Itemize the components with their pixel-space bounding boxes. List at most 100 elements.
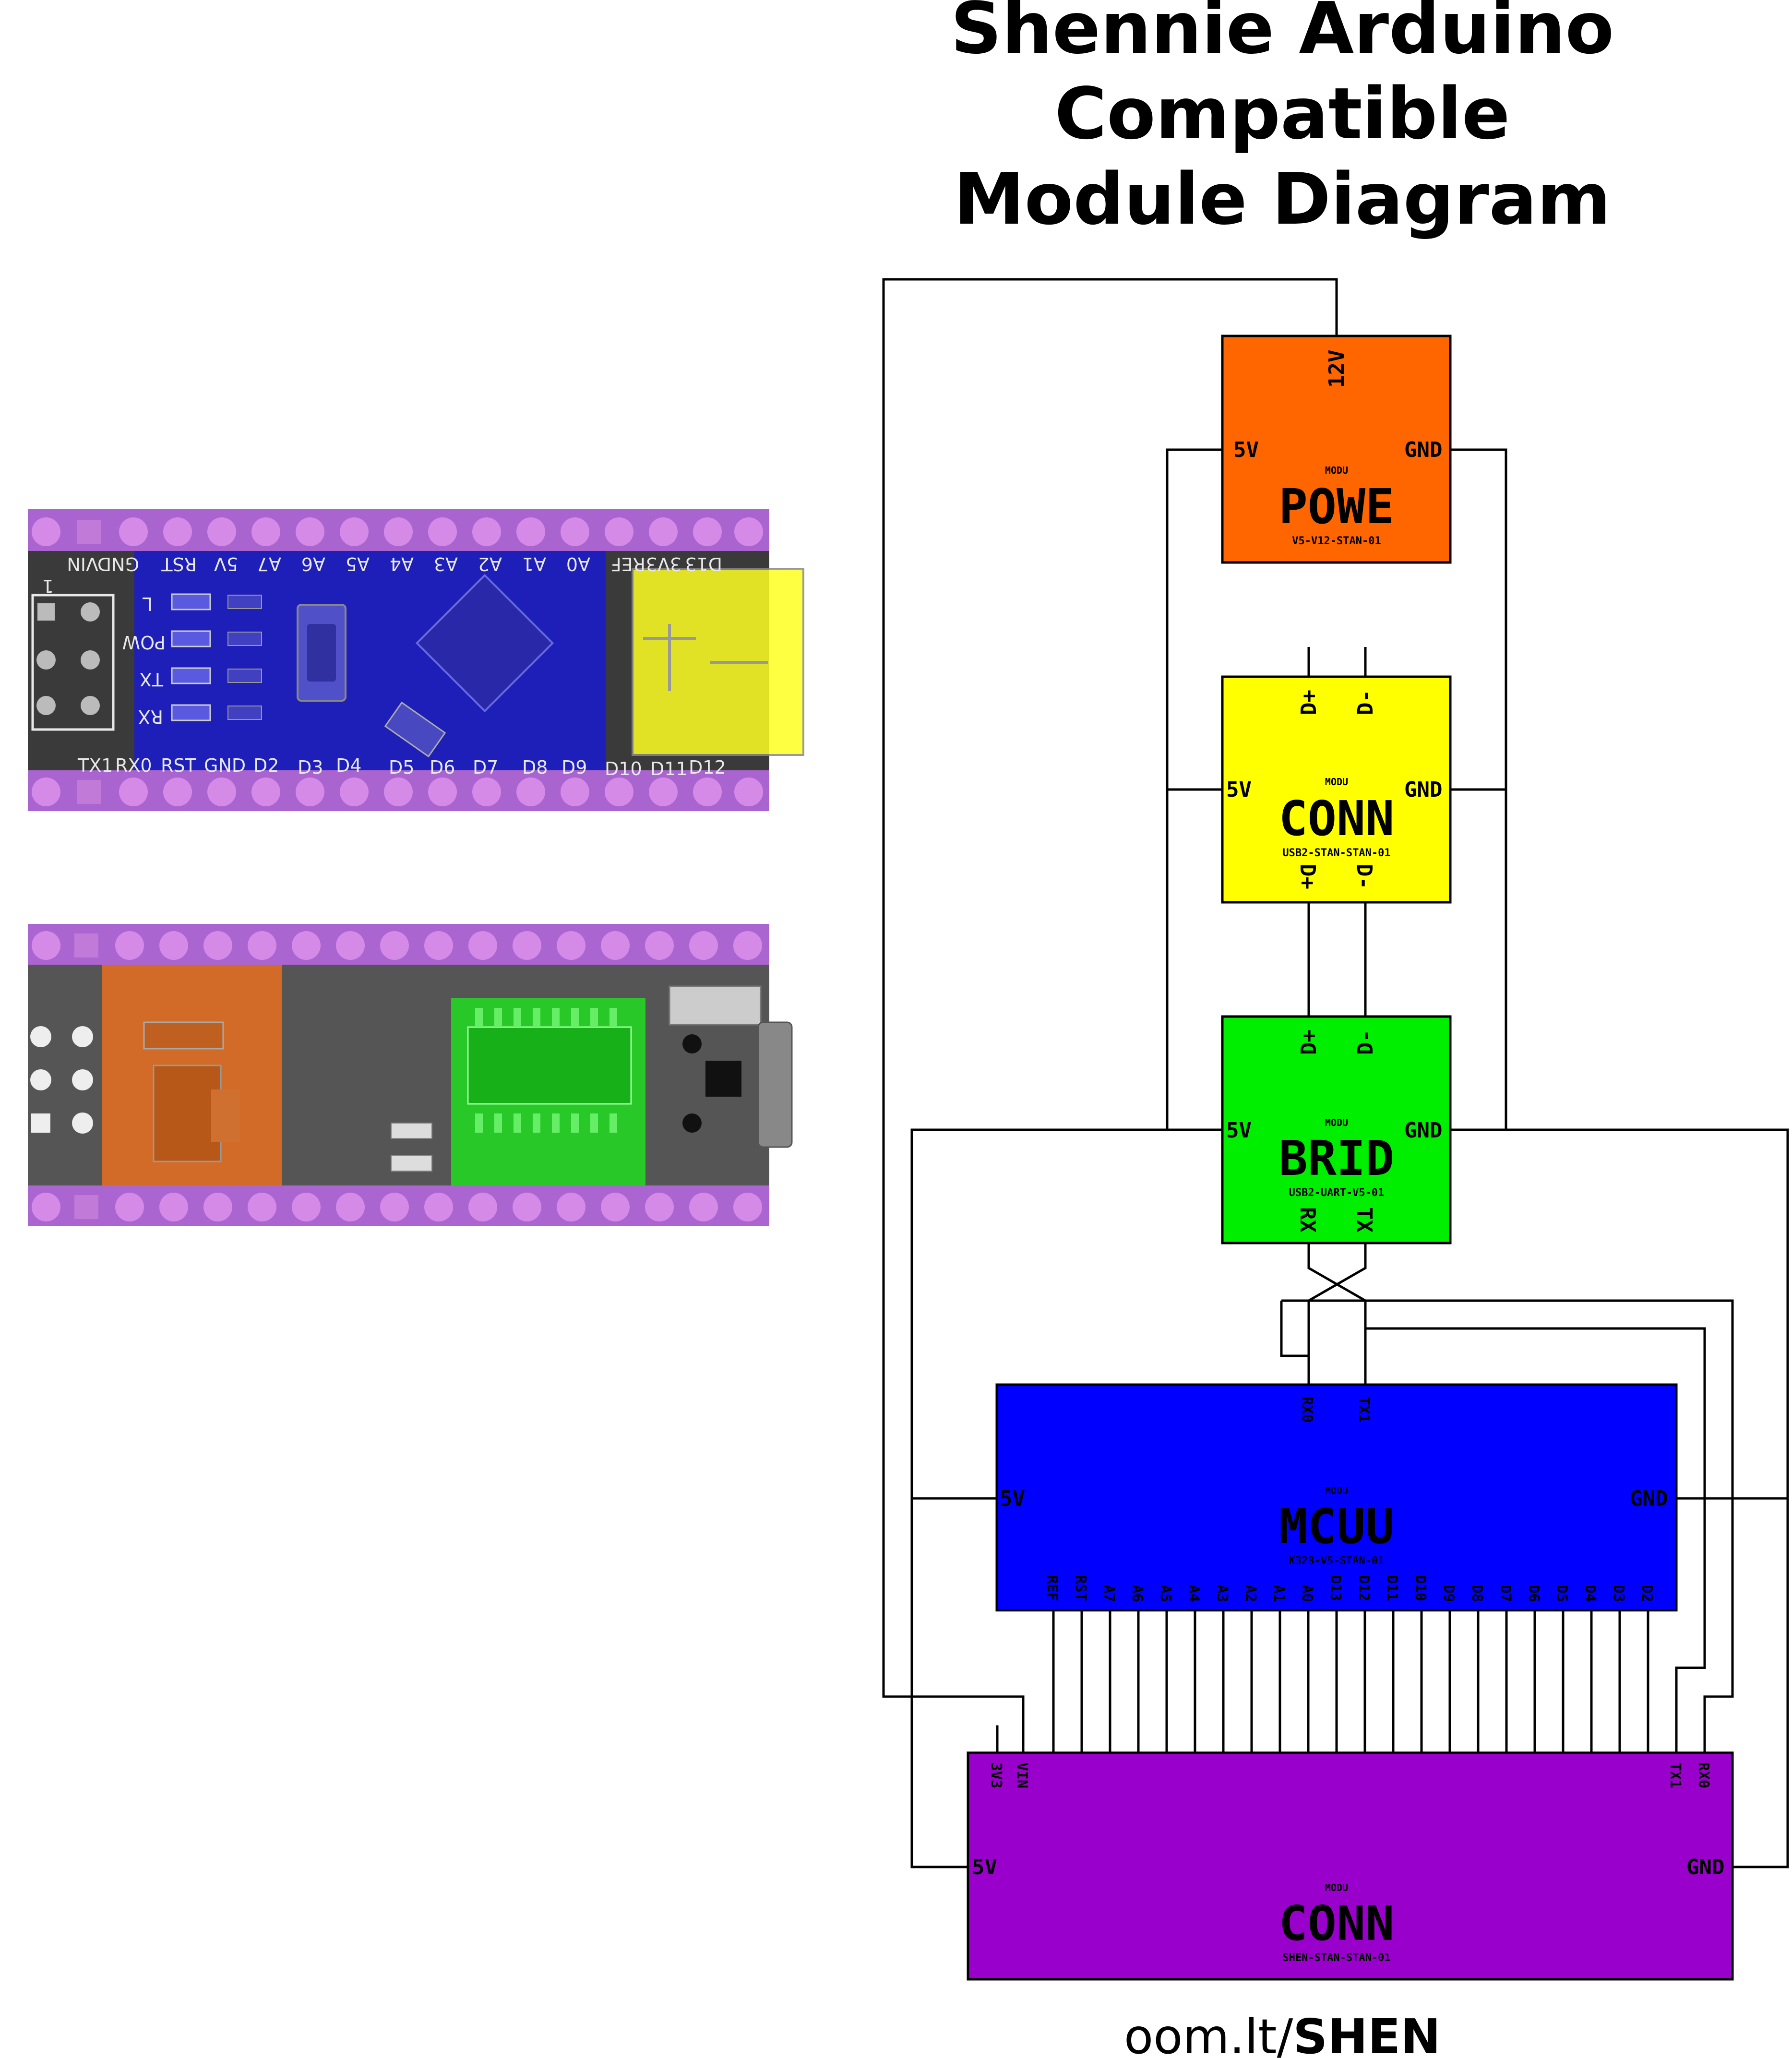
bridge-chip-pins <box>467 1008 632 1133</box>
usb-edge-bottom <box>757 1021 793 1148</box>
module-header-connector: 3V3 VIN TX1 RX0 5V GND MODU CONN SHEN-ST… <box>967 1751 1734 1981</box>
silk-vin: VIN <box>67 553 98 574</box>
power-module-code: V5-V12-STAN-01 <box>1292 535 1381 547</box>
silk-d4: D4 <box>336 755 361 776</box>
wire-rx-loop <box>1280 1301 1309 1357</box>
board-photo-top: 1 L POW TX RX D13 <box>28 509 804 811</box>
silk-gnd-b: GND <box>204 755 246 776</box>
crystal <box>384 701 446 758</box>
mcu-pin-d12: D12 <box>1355 1575 1372 1601</box>
header-pin-gnd: GND <box>1686 1855 1724 1879</box>
mcu-pin-d9: D9 <box>1440 1585 1457 1602</box>
led-label-pow: POW <box>122 632 166 653</box>
module-header-connector-box <box>967 1751 1734 1981</box>
mcu-pin-tx1: TX1 <box>1355 1397 1372 1423</box>
usb-pin-5v: 5V <box>1226 778 1252 802</box>
led-label-l: L <box>143 593 153 614</box>
header-pads-top-row <box>32 517 763 546</box>
mcu-module-tag: MODU <box>1325 1485 1348 1496</box>
bridge-pin-5v: 5V <box>1226 1118 1252 1143</box>
header-pin-3v3: 3V3 <box>988 1762 1004 1788</box>
mcu-pin-d7: D7 <box>1497 1585 1514 1602</box>
silk-a6: A6 <box>301 553 325 574</box>
mcu-pin-d10: D10 <box>1412 1575 1429 1601</box>
reset-button-cap <box>307 624 336 682</box>
icsp-pin1-label: 1 <box>42 575 54 597</box>
mcu-pin-gnd: GND <box>1630 1486 1668 1511</box>
resistor-1 <box>391 1123 432 1139</box>
header-pin-5v: 5V <box>972 1855 997 1879</box>
usb-pin-gnd: GND <box>1404 778 1442 802</box>
silk-d9: D9 <box>561 757 587 778</box>
module-power: 12V 5V GND MODU POWE V5-V12-STAN-01 <box>1221 335 1452 564</box>
mcu-pin-a4: A4 <box>1185 1585 1202 1602</box>
icsp-pads <box>36 602 100 715</box>
silk-labels-top-edge: D13 3V3 REF A0 A1 A2 A3 A4 A5 A6 A7 5V R… <box>67 553 722 574</box>
bridge-module-name: BRID <box>1279 1130 1395 1186</box>
silk-d8: D8 <box>522 757 548 778</box>
silk-a1: A1 <box>522 553 546 574</box>
mcu-pin-d2: D2 <box>1638 1585 1655 1602</box>
mcu-pin-d3: D3 <box>1610 1585 1627 1602</box>
silk-rx0: RX0 <box>115 755 152 776</box>
silk-d7: D7 <box>473 757 498 778</box>
usb-pin-top-dplus: D+ <box>1297 690 1321 715</box>
mcu-module-code: K328-V5-STAN-01 <box>1289 1555 1385 1567</box>
mcu-pin-d4: D4 <box>1582 1585 1599 1602</box>
mcu-pin-a6: A6 <box>1129 1585 1146 1602</box>
silk-gnd: GND <box>97 553 139 574</box>
silk-a4: A4 <box>390 553 414 574</box>
voltage-regulator <box>153 1065 222 1162</box>
tantalum-cap <box>669 985 762 1026</box>
diode <box>705 1061 741 1097</box>
bridge-pin-dminus: D- <box>1353 1029 1378 1055</box>
silk-d6: D6 <box>430 757 455 778</box>
silk-d13: D13 <box>685 553 722 574</box>
silk-d10: D10 <box>605 758 642 779</box>
module-bridge: D+ D- 5V GND MODU BRID USB2-UART-V5-01 R… <box>1221 1015 1452 1244</box>
power-pin-gnd: GND <box>1404 438 1442 462</box>
mcu-pin-a3: A3 <box>1214 1585 1231 1602</box>
usb-module-tag: MODU <box>1325 776 1348 788</box>
silk-tx1: TX1 <box>77 755 113 776</box>
regulator-tab <box>211 1089 240 1142</box>
usb-pin-bottom-dplus: D+ <box>1295 864 1320 889</box>
silk-3v3: 3V3 <box>646 553 681 574</box>
bottom-header-pads-upper <box>32 931 762 960</box>
mcu-pin-a7: A7 <box>1100 1585 1117 1602</box>
mcu-module-name: MCUU <box>1279 1498 1395 1555</box>
bridge-module-code: USB2-UART-V5-01 <box>1289 1187 1385 1199</box>
mcu-pin-d13: D13 <box>1327 1575 1344 1601</box>
mcu-bottom-pin-labels: REF RST A7 A6 A5 A4 A3 A2 A1 A0 D13 D12 … <box>1044 1575 1655 1602</box>
silk-a0: A0 <box>566 553 590 574</box>
header-module-name: CONN <box>1279 1895 1395 1951</box>
silk-ref: REF <box>611 553 645 574</box>
footer-link-prefix: oom.lt/ <box>1124 2009 1293 2058</box>
usb-pin-top-dminus: D- <box>1353 690 1378 715</box>
silk-a2: A2 <box>478 553 502 574</box>
bottom-header-pads-lower <box>32 1193 762 1221</box>
silk-d5: D5 <box>389 757 414 778</box>
usb-connector-detail <box>643 624 768 691</box>
board-photo-bottom <box>28 924 793 1226</box>
module-usb-connector: D+ D- 5V GND MODU CONN USB2-STAN-STAN-01… <box>1221 675 1452 904</box>
module-mcu: RX0 TX1 5V GND MODU MCUU K328-V5-STAN-01… <box>995 1383 1678 1612</box>
bottom-icsp-pads <box>30 1026 93 1134</box>
title-line-1: Shennie Arduino <box>951 0 1614 70</box>
bridge-pin-tx: TX <box>1352 1207 1376 1232</box>
header-pads-bottom-row <box>32 778 763 806</box>
mcu-pin-d8: D8 <box>1469 1585 1485 1602</box>
silk-d2: D2 <box>253 755 279 776</box>
usb-pin-bottom-dminus: D- <box>1352 864 1376 889</box>
bridge-pin-dplus: D+ <box>1297 1029 1321 1055</box>
bridge-module-tag: MODU <box>1325 1117 1348 1128</box>
power-cap <box>143 1021 224 1050</box>
usb-module-code: USB2-STAN-STAN-01 <box>1282 847 1390 859</box>
mcu-pin-d6: D6 <box>1525 1585 1542 1602</box>
footer-link[interactable]: oom.lt/SHEN <box>1124 2009 1441 2058</box>
wire-bridge-tx-to-mcu-rx <box>1307 1243 1367 1385</box>
mcu-pin-5v: 5V <box>1000 1486 1025 1511</box>
power-module-name: POWE <box>1279 479 1395 535</box>
wire-gnd-bus-right <box>1450 448 1507 1130</box>
silk-a5: A5 <box>346 553 370 574</box>
